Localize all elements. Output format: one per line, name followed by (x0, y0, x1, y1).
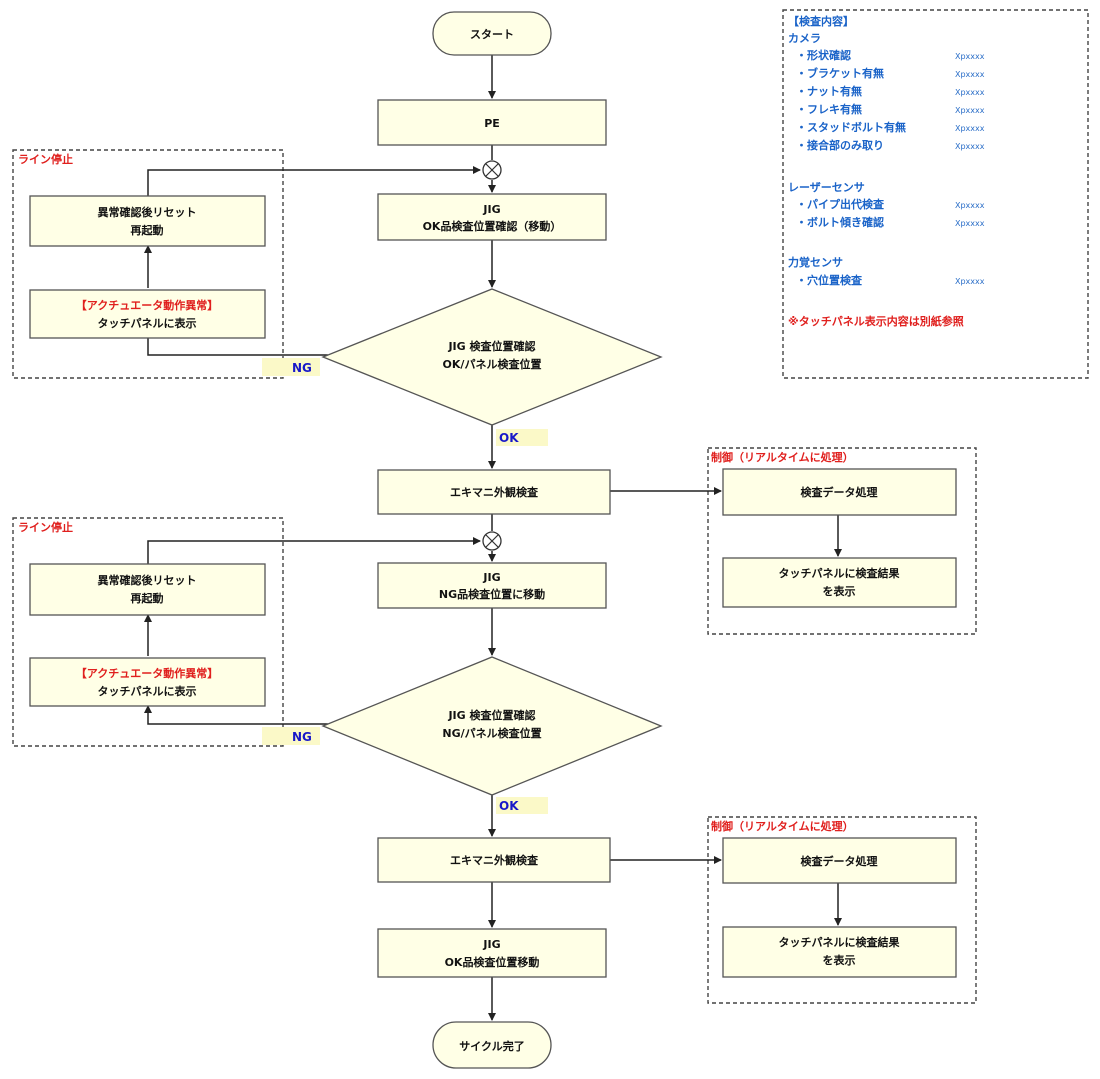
legend-camera-item: ・接合部のみ取り (796, 138, 884, 152)
jig1-desc: OK品検査位置確認（移動） (423, 219, 562, 233)
control-2-data-proc (722, 837, 957, 884)
line-stop-frame-1 (12, 149, 284, 379)
decision-2-line2: NG/パネル検査位置 (442, 726, 541, 740)
legend-laser-item: ・ボルト傾き確認 (796, 215, 884, 229)
ok-tag-1: OK (499, 431, 519, 445)
line-stop-2-alarm-line2: タッチパネルに表示 (98, 684, 197, 698)
legend-camera-item: ・フレキ有無 (796, 102, 862, 116)
control-1-title: 制御（リアルタイムに処理） (711, 450, 854, 464)
legend-camera-item: ・スタッドボルト有無 (796, 120, 906, 134)
control-1-result-line2: を表示 (823, 584, 856, 598)
legend-camera: カメラ (788, 32, 821, 45)
legend-force: 力覚センサ (788, 255, 843, 269)
line-stop-1-alarm-line1: 【アクチュエータ動作異常】 (76, 298, 218, 312)
end-label: サイクル完了 (459, 1039, 524, 1053)
inspect1-label: エキマニ外観検査 (450, 485, 538, 499)
ok-tag-2-bg (496, 797, 548, 814)
legend-camera-item: ・形状確認 (796, 48, 851, 62)
line-stop-1-reset-line1: 異常確認後リセット (98, 205, 197, 219)
pe-step (377, 99, 607, 146)
legend: 【検査内容】 カメラ ・形状確認 Xpxxxx ・ブラケット有無 Xpxxxx … (788, 14, 985, 328)
legend-laser-code: Xpxxxx (955, 219, 985, 228)
legend-laser: レーザーセンサ (788, 181, 865, 194)
inspect2-step (377, 837, 611, 883)
jig3-title: JIG (482, 938, 500, 951)
legend-camera-item: ・ブラケット有無 (796, 66, 884, 80)
control-2-data-proc-label: 検査データ処理 (801, 854, 878, 868)
control-2-result (722, 926, 957, 978)
decision-1-line2: OK/パネル検査位置 (443, 357, 542, 371)
ng-tag-1-bg (262, 358, 320, 376)
control-1-result-line1: タッチパネルに検査結果 (779, 566, 900, 580)
legend-force-code: Xpxxxx (955, 277, 985, 286)
line-stop-1-reset-line2: 再起動 (131, 223, 164, 237)
line-stop-1-title: ライン停止 (18, 152, 73, 166)
legend-header: 【検査内容】 (788, 14, 854, 28)
legend-laser-item: ・パイプ出代検査 (796, 197, 884, 211)
legend-laser-code: Xpxxxx (955, 201, 985, 210)
legend-camera-item: ・ナット有無 (796, 84, 862, 98)
decision-2-line1: JIG 検査位置確認 (447, 708, 535, 722)
line-stop-2-title: ライン停止 (18, 520, 73, 534)
ng-tag-2: NG (292, 730, 312, 744)
control-frame-2 (707, 816, 977, 1004)
control-frame-1 (707, 447, 977, 635)
legend-camera-code: Xpxxxx (955, 124, 985, 133)
legend-camera-code: Xpxxxx (955, 70, 985, 79)
ng-tag-1: NG (292, 361, 312, 375)
junction-2 (482, 531, 502, 551)
jig1-title: JIG (482, 203, 500, 216)
legend-frame (782, 9, 1089, 379)
legend-camera-code: Xpxxxx (955, 142, 985, 151)
pe-label: PE (484, 117, 500, 130)
start-label: スタート (470, 28, 514, 41)
decision-2 (321, 656, 663, 796)
ok-tag-2: OK (499, 799, 519, 813)
decision-1 (321, 288, 663, 426)
legend-camera-code: Xpxxxx (955, 88, 985, 97)
start-terminal (432, 11, 552, 56)
ng-loop-2-return (147, 537, 481, 564)
control-1-result (722, 557, 957, 608)
line-stop-2-reset (29, 563, 266, 616)
control-2-result-line1: タッチパネルに検査結果 (779, 935, 900, 949)
jig1-step (377, 193, 607, 241)
decision-1-line1: JIG 検査位置確認 (447, 339, 535, 353)
line-stop-2-alarm (29, 657, 266, 707)
junction-1 (482, 160, 502, 180)
end-terminal (432, 1021, 552, 1069)
ng-tag-2-bg (262, 727, 320, 745)
jig2-step (377, 562, 607, 609)
jig3-step (377, 928, 607, 978)
line-stop-frame-2 (12, 517, 284, 747)
line-stop-2-alarm-line1: 【アクチュエータ動作異常】 (76, 666, 218, 680)
ng-loop-1-return (147, 166, 481, 196)
control-1-data-proc (722, 468, 957, 516)
ok-tag-1-bg (496, 429, 548, 446)
control-2-title: 制御（リアルタイムに処理） (711, 819, 854, 833)
ng-loop-2-down (144, 705, 328, 725)
inspect1-step (377, 469, 611, 515)
legend-note: ※タッチパネル表示内容は別紙参照 (788, 314, 964, 328)
line-stop-1-alarm-line2: タッチパネルに表示 (98, 316, 197, 330)
control-2-result-line2: を表示 (823, 953, 856, 967)
jig2-title: JIG (482, 571, 500, 584)
jig3-desc: OK品検査位置移動 (445, 955, 540, 969)
control-1-data-proc-label: 検査データ処理 (801, 485, 878, 499)
line-stop-2-reset-line1: 異常確認後リセット (98, 573, 197, 587)
legend-camera-code: Xpxxxx (955, 106, 985, 115)
legend-camera-code: Xpxxxx (955, 52, 985, 61)
line-stop-1-reset (29, 195, 266, 247)
jig2-desc: NG品検査位置に移動 (439, 587, 545, 601)
line-stop-2-reset-line2: 再起動 (131, 591, 164, 605)
line-stop-1-alarm (29, 289, 266, 339)
legend-force-item: ・穴位置検査 (796, 273, 862, 287)
inspect2-label: エキマニ外観検査 (450, 853, 538, 867)
